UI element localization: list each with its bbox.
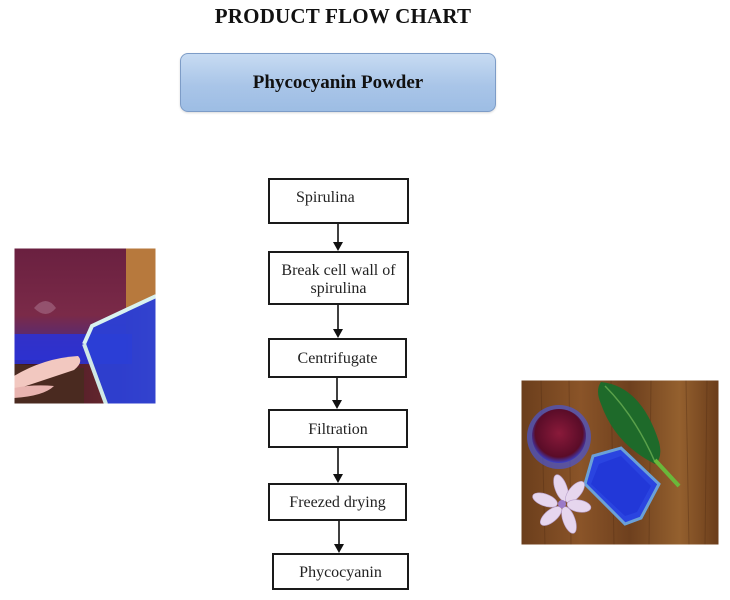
step-label: Break cell wall of spirulina — [281, 262, 396, 297]
step-spirulina: Spirulina — [268, 178, 409, 224]
phycocyanin-table-photo — [521, 380, 719, 545]
arrow-3 — [332, 378, 342, 409]
arrow-1 — [333, 224, 343, 251]
step-label: Filtration — [308, 421, 368, 438]
step-filtration: Filtration — [268, 409, 408, 448]
step-phycocyanin: Phycocyanin — [272, 553, 409, 590]
step-label: Spirulina — [296, 189, 355, 206]
step-centrifugate: Centrifugate — [268, 338, 407, 378]
arrow-5 — [334, 521, 344, 553]
product-name: Phycocyanin Powder — [252, 71, 424, 93]
page-title: PRODUCT FLOW CHART — [214, 4, 472, 28]
arrow-4 — [333, 448, 343, 483]
step-label: Centrifugate — [297, 350, 378, 367]
phycocyanin-glass-photo — [14, 248, 156, 404]
step-label: Freezed drying — [289, 494, 386, 511]
step-freezed-drying: Freezed drying — [268, 483, 407, 521]
product-header-box: Phycocyanin Powder — [180, 53, 496, 112]
step-label: Phycocyanin — [299, 564, 382, 581]
arrow-2 — [333, 305, 343, 338]
step-break-cell-wall: Break cell wall of spirulina — [268, 251, 409, 305]
